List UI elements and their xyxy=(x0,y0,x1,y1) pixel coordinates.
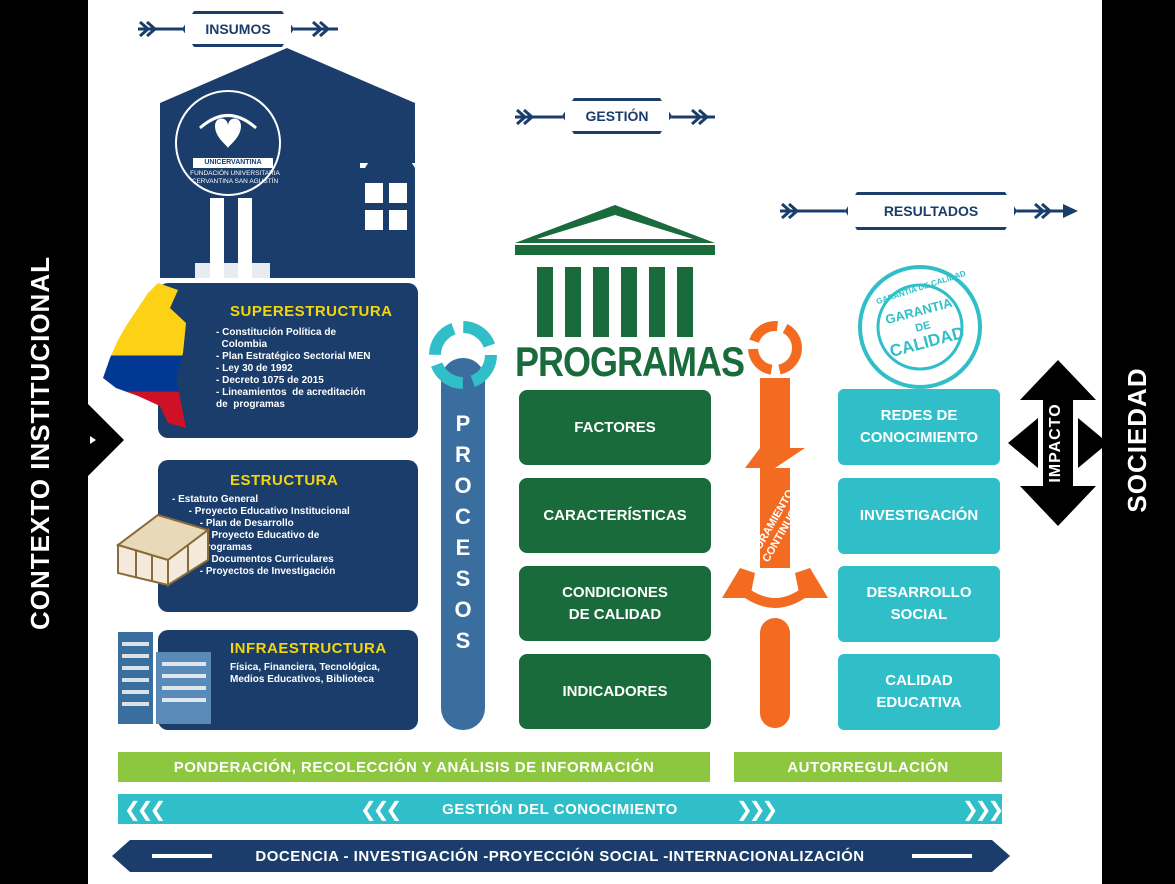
superestructura-title: SUPERESTRUCTURA xyxy=(230,303,393,320)
superestructura-items: - Constitución Política de Colombia - Pl… xyxy=(216,327,371,410)
docencia-bar: DOCENCIA - INVESTIGACIÓN -PROYECCIÓN SOC… xyxy=(130,840,990,872)
autorregulacion-bar: AUTORREGULACIÓN xyxy=(734,752,1002,782)
infraestructura-items: Física, Financiera, Tecnológica, Medios … xyxy=(230,662,380,685)
ponderacion-label: PONDERACIÓN, RECOLECCIÓN Y ANÁLISIS DE I… xyxy=(173,758,655,776)
insumos-label: INSUMOS xyxy=(205,21,271,37)
context-arrow-icon xyxy=(84,400,124,480)
procesos-letter: R xyxy=(455,442,471,467)
condiciones-box: CONDICIONES DE CALIDAD xyxy=(519,566,711,641)
chevrons-right-icon: ❯❯❯ xyxy=(962,799,1004,821)
mejoramiento-arrow-icon xyxy=(722,321,828,728)
logo-line1: FUNDACIÓN UNIVERSITARIA xyxy=(190,170,280,177)
redes-box: REDES DE CONOCIMIENTO xyxy=(838,389,1000,465)
gestion-header: GESTIÓN xyxy=(562,98,672,134)
procesos-letter: S xyxy=(455,628,471,653)
procesos-letter: P xyxy=(455,411,471,436)
buildings-icon xyxy=(118,632,211,724)
insumos-header: INSUMOS xyxy=(182,11,294,47)
resultados-label: RESULTADOS xyxy=(883,203,979,219)
estructura-title: ESTRUCTURA xyxy=(230,472,339,489)
programas-title: PROGRAMAS xyxy=(515,337,745,385)
redes-label: REDES DE CONOCIMIENTO xyxy=(859,407,979,446)
factores-box: FACTORES xyxy=(519,390,711,465)
factores-label: FACTORES xyxy=(574,418,656,436)
resultados-header: RESULTADOS xyxy=(845,192,1017,230)
society-label: SOCIEDAD xyxy=(1122,367,1152,513)
quality-stamp-icon xyxy=(858,265,982,389)
infraestructura-title: INFRAESTRUCTURA xyxy=(230,640,387,657)
indicadores-box: INDICADORES xyxy=(519,654,711,729)
chevrons-right-icon: ❯❯❯ xyxy=(736,799,778,821)
investigacion-label: INVESTIGACIÓN xyxy=(859,507,979,524)
docencia-banner-shape xyxy=(112,840,1010,872)
investigacion-box: INVESTIGACIÓN xyxy=(838,478,1000,554)
chevrons-left-icon: ❮❮❮ xyxy=(360,799,402,821)
gestion-label: GESTIÓN xyxy=(585,108,649,124)
chevrons-left-icon: ❮❮❮ xyxy=(124,799,166,821)
procesos-letter: O xyxy=(454,597,472,622)
procesos-column xyxy=(441,358,485,730)
caracteristicas-label: CARACTERÍSTICAS xyxy=(543,506,687,524)
superestructura-box: SUPERESTRUCTURA - Constitución Política … xyxy=(158,283,418,438)
logo-name: UNICERVANTINA xyxy=(193,158,273,168)
autorregulacion-label: AUTORREGULACIÓN xyxy=(787,758,949,776)
condiciones-label: CONDICIONES DE CALIDAD xyxy=(562,583,668,623)
procesos-letter: O xyxy=(454,473,472,498)
context-label: CONTEXTO INSTITUCIONAL xyxy=(25,256,55,630)
left-context-band: CONTEXTO INSTITUCIONAL xyxy=(0,0,88,884)
university-building-icon xyxy=(160,48,415,278)
procesos-letter: C xyxy=(455,504,471,529)
gestion-conocimiento-bar: GESTIÓN DEL CONOCIMIENTO xyxy=(118,794,1002,824)
colombia-map-icon xyxy=(103,283,186,428)
procesos-letter: S xyxy=(455,566,471,591)
indicadores-label: INDICADORES xyxy=(562,682,668,700)
caracteristicas-box: CARACTERÍSTICAS xyxy=(519,478,711,553)
house-frame-icon xyxy=(115,513,211,587)
calidad-box: CALIDAD EDUCATIVA xyxy=(838,654,1000,730)
desarrollo-label: DESARROLLO SOCIAL xyxy=(866,584,972,623)
right-society-band: SOCIEDAD xyxy=(1102,0,1175,884)
desarrollo-box: DESARROLLO SOCIAL xyxy=(838,566,1000,642)
docencia-label: DOCENCIA - INVESTIGACIÓN -PROYECCIÓN SOC… xyxy=(255,847,865,865)
temple-icon xyxy=(515,205,715,337)
ponderacion-bar: PONDERACIÓN, RECOLECCIÓN Y ANÁLISIS DE I… xyxy=(118,752,710,782)
procesos-letters: P R O C E S O S xyxy=(441,408,485,656)
impacto-label: IMPACTO xyxy=(1047,403,1064,483)
procesos-letter: E xyxy=(455,535,471,560)
calidad-label: CALIDAD EDUCATIVA xyxy=(876,672,962,711)
procesos-cycle-icon xyxy=(429,321,497,389)
impacto-arrows-icon xyxy=(1008,360,1108,526)
logo-line2: CERVANTINA SAN AGUSTÍN xyxy=(191,178,279,185)
gestion-conocimiento-label: GESTIÓN DEL CONOCIMIENTO xyxy=(442,800,678,818)
estructura-items: - Estatuto General - Proyecto Educativo … xyxy=(172,494,350,577)
